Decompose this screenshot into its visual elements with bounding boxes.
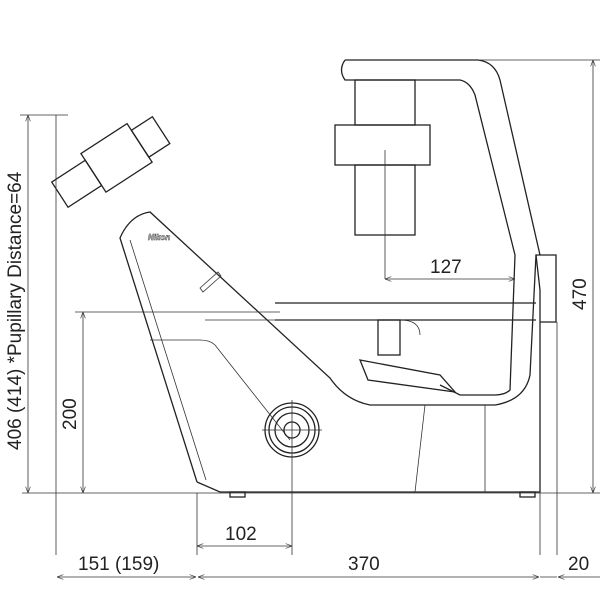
dim-stage-height: 200 — [60, 398, 81, 430]
dim-rear-offset: 20 — [568, 554, 589, 575]
dim-working-reach: 127 — [430, 257, 462, 278]
extension-lines — [20, 59, 600, 555]
dim-knob-offset: 102 — [225, 524, 257, 545]
microscope-body: Nikon — [50, 59, 557, 498]
nikon-logo: Nikon — [148, 233, 170, 242]
dimension-lines — [28, 60, 600, 577]
dim-total-height: 406 (414) *Pupillary Distance=64 — [5, 171, 26, 450]
dim-overall-height: 470 — [570, 278, 591, 310]
dim-base-to-front: 151 (159) — [78, 554, 159, 575]
dim-base-length: 370 — [348, 554, 380, 575]
focus-knob — [262, 400, 322, 460]
